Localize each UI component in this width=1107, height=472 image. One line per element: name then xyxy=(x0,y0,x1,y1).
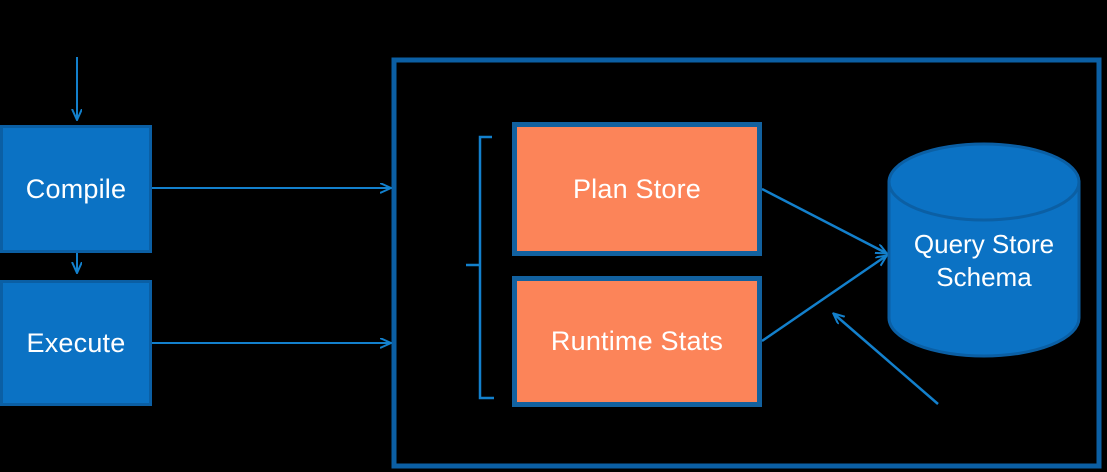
node-plan-store[interactable]: Plan Store xyxy=(512,122,762,256)
query-store-container-outline xyxy=(391,57,1102,469)
connector-external-to-schema xyxy=(834,314,939,405)
node-execute-label: Execute xyxy=(26,327,126,358)
node-execute[interactable]: Execute xyxy=(0,280,152,406)
node-compile-label: Compile xyxy=(25,173,127,204)
node-runtime-stats-label: Runtime Stats xyxy=(550,326,724,356)
node-query-store-schema-label: Query Store Schema xyxy=(913,229,1055,292)
node-compile[interactable]: Compile xyxy=(0,125,152,253)
connector-plan-store-to-schema xyxy=(761,187,886,253)
node-plan-store-label: Plan Store xyxy=(572,173,702,204)
connector-runtime-stats-to-schema xyxy=(761,256,886,343)
query-store-schema-cylinder xyxy=(887,142,1081,358)
node-runtime-stats[interactable]: Runtime Stats xyxy=(512,276,762,407)
grouping-brace xyxy=(478,135,494,400)
